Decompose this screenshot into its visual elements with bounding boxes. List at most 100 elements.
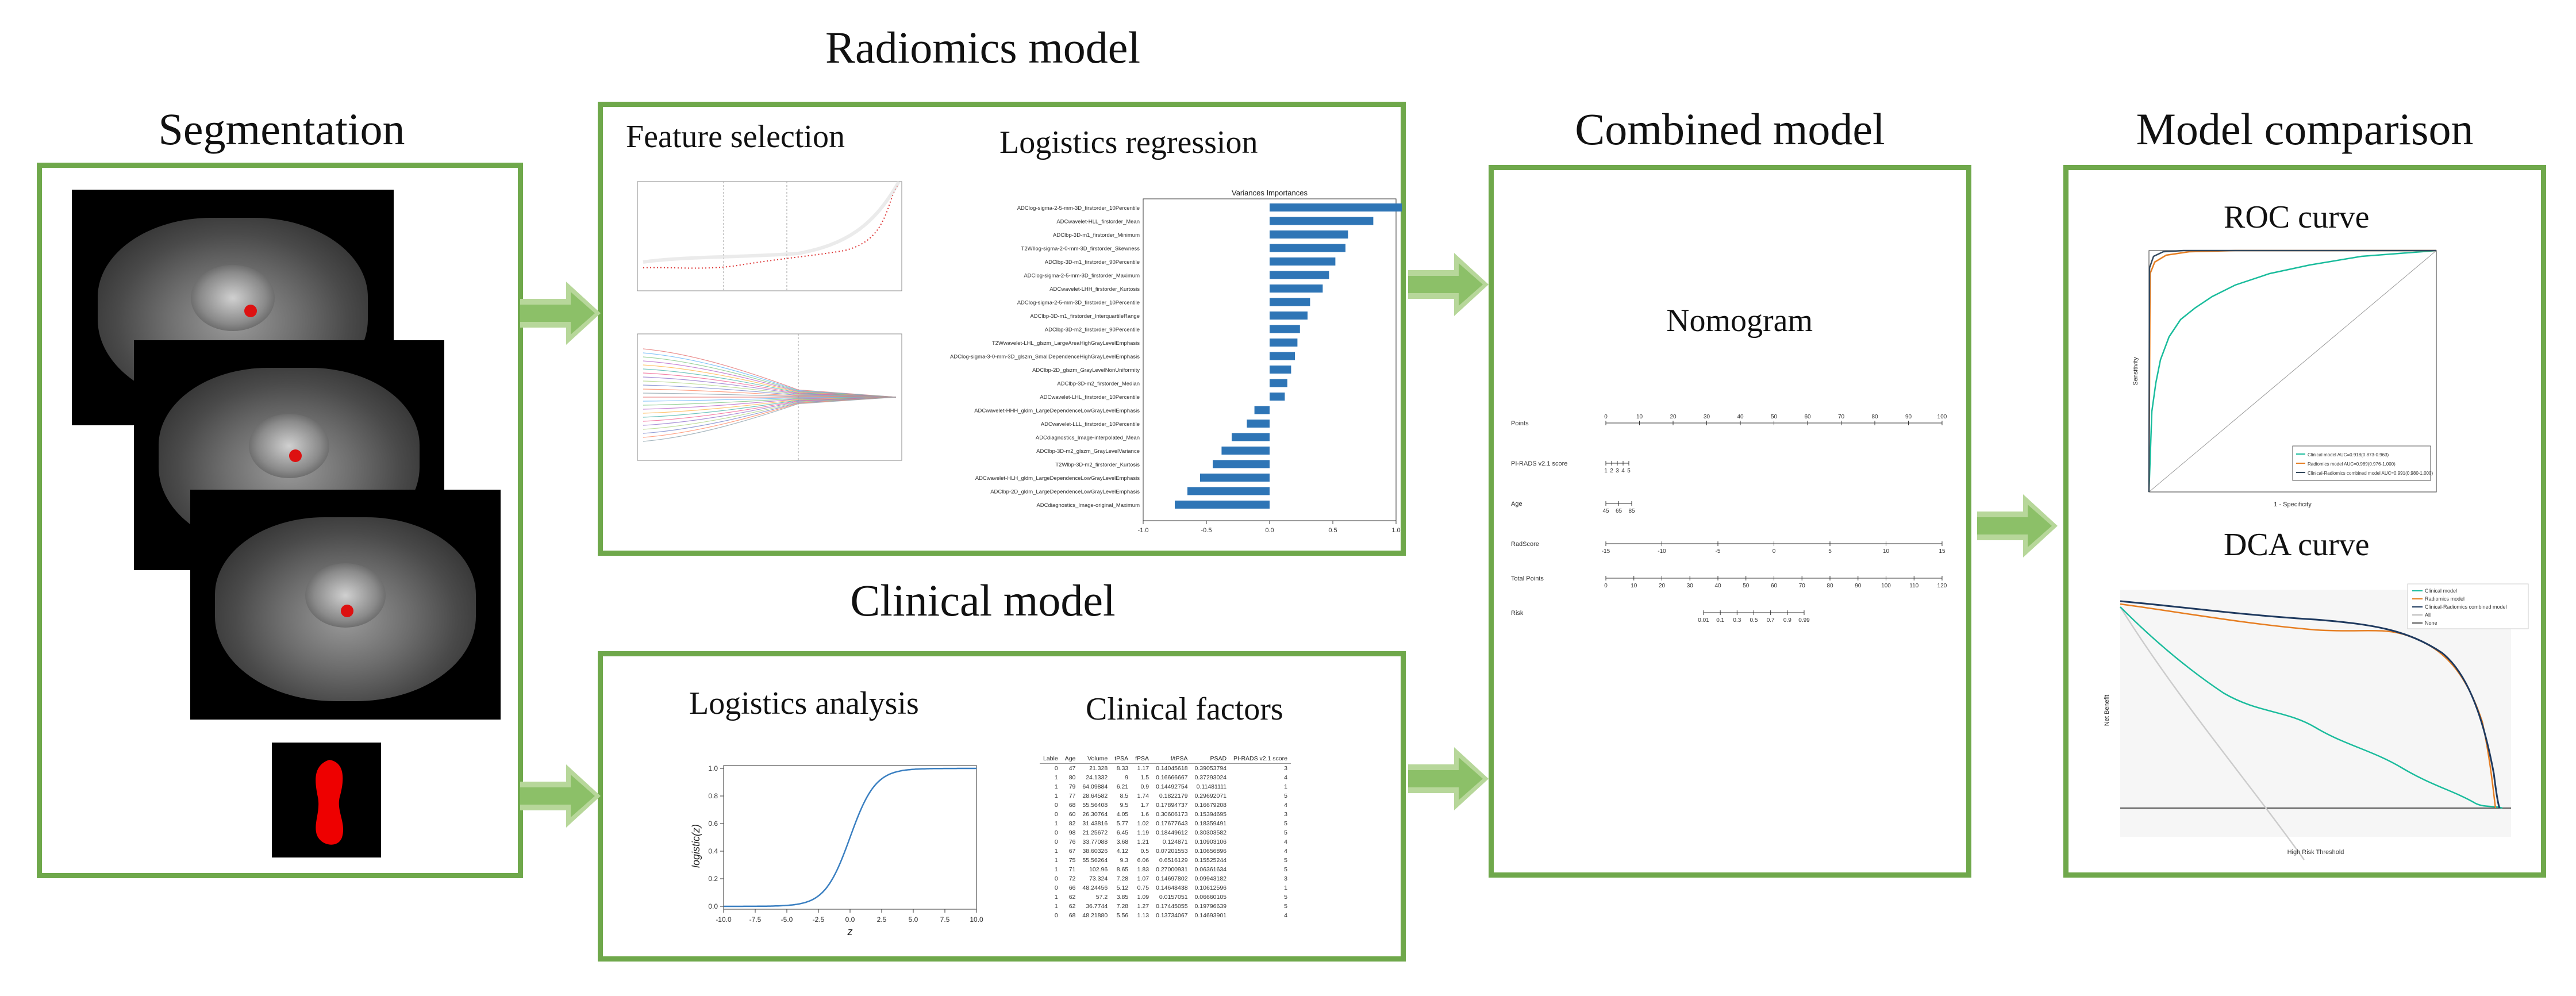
importance-x-tick: -0.5 — [1201, 527, 1212, 534]
nomogram-row-label: Total Points — [1511, 575, 1544, 582]
nomogram-points-tick: 10 — [1636, 414, 1643, 420]
table-cell: 0.10612596 — [1194, 885, 1227, 891]
nomogram-pirads-tick: 2 — [1610, 468, 1613, 474]
arrow-clinical-to-combined — [1408, 747, 1489, 810]
roc-plot: Clinical model AUC=0.918(0.873-0.963) Ra… — [2132, 249, 2437, 508]
importance-feature-label: ADCdiagnostics_Image-interpolated_Mean — [1036, 435, 1140, 441]
importance-bar — [1213, 460, 1270, 468]
table-header-cell: Volume — [1079, 754, 1112, 764]
nomogram-pirads-tick: 5 — [1627, 468, 1631, 474]
table-header-cell: PSAD — [1191, 754, 1231, 764]
table-cell: 0.14697802 — [1156, 875, 1188, 882]
table-header-cell: Age — [1061, 754, 1079, 764]
importance-bar — [1175, 501, 1270, 509]
arrow-segmentation-to-radiomics — [520, 282, 601, 345]
table-cell: 57.2 — [1095, 894, 1108, 901]
table-cell: 1 — [1054, 783, 1058, 790]
table-cell: 5.12 — [1116, 885, 1129, 891]
importance-feature-label: ADCwavelet-HLL_firstorder_Mean — [1056, 219, 1140, 225]
nomogram-pirads-tick: 1 — [1604, 468, 1608, 474]
segmentation-panel — [37, 163, 523, 878]
importance-bar — [1254, 406, 1270, 414]
table-cell: 1 — [1284, 885, 1287, 891]
nomogram-total-tick: 60 — [1771, 583, 1778, 589]
table-cell: 0.19796639 — [1194, 903, 1227, 910]
table-cell: 7.28 — [1116, 875, 1129, 882]
table-cell: 1.13 — [1137, 912, 1149, 919]
importance-bar — [1270, 217, 1374, 225]
nomogram-pirads-tick: 4 — [1621, 468, 1625, 474]
nomogram-total-tick: 90 — [1855, 583, 1862, 589]
table-cell: 73.324 — [1089, 875, 1108, 882]
table-cell: 5 — [1284, 903, 1287, 910]
importance-bar — [1270, 298, 1310, 306]
importance-feature-label: ADClog-sigma-3-0-mm-3D_glszm_SmallDepend… — [950, 354, 1140, 360]
table-cell: 3.68 — [1116, 839, 1129, 845]
dca-legend-all: All — [2425, 612, 2431, 618]
sigmoid-y-tick: 0.6 — [708, 820, 718, 828]
sigmoid-x-tick: -7.5 — [749, 916, 762, 924]
table-cell: 0 — [1054, 875, 1058, 882]
table-cell: 0.0157051 — [1159, 894, 1188, 901]
roc-legend-clinical: Clinical model AUC=0.918(0.873-0.963) — [2308, 452, 2389, 457]
table-cell: 1 — [1284, 783, 1287, 790]
nomogram-total-tick: 20 — [1659, 583, 1666, 589]
roc-y-label: Sensitivity — [2132, 357, 2139, 386]
table-cell: 1.27 — [1137, 903, 1149, 910]
table-cell: 0.29692071 — [1194, 793, 1227, 799]
nomogram-risk-tick: 0.7 — [1767, 617, 1775, 624]
segmentation-mask-image — [272, 743, 381, 857]
nomogram-pirads-tick: 3 — [1616, 468, 1619, 474]
table-cell: 0.5 — [1140, 848, 1149, 855]
comparison-title: Model comparison — [2136, 104, 2474, 154]
table-cell: 0.17677643 — [1156, 820, 1188, 827]
table-cell: 3.85 — [1116, 894, 1129, 901]
importance-bar — [1270, 203, 1402, 211]
sigmoid-y-tick: 0.0 — [708, 902, 718, 910]
lasso-cv-plot — [637, 180, 902, 291]
importance-bar — [1270, 339, 1298, 347]
nomogram-total-tick: 70 — [1799, 583, 1806, 589]
sigmoid-y-tick: 0.2 — [708, 875, 718, 883]
importance-bar — [1270, 284, 1323, 293]
arrow-combined-to-comparison — [1977, 494, 2058, 557]
table-cell: 0.27000931 — [1156, 866, 1188, 873]
nomogram-age-tick: 65 — [1616, 508, 1623, 514]
table-cell: 0.14648438 — [1156, 885, 1188, 891]
nomogram-row-label: Points — [1511, 420, 1529, 427]
table-cell: 80 — [1068, 774, 1076, 781]
radiomics-title: Radiomics model — [825, 22, 1141, 72]
table-cell: 6.06 — [1137, 857, 1149, 864]
table-header-cell: PI-RADS v2.1 score — [1230, 754, 1291, 764]
logistics-analysis-label: Logistics analysis — [689, 686, 919, 721]
table-cell: 60 — [1068, 811, 1076, 818]
nomogram-age-tick: 45 — [1602, 508, 1609, 514]
sigmoid-x-tick: -5.0 — [781, 916, 793, 924]
nomogram-radscore-tick: 5 — [1828, 548, 1832, 555]
table-cell: 7.28 — [1116, 903, 1129, 910]
table-cell: 26.30764 — [1082, 811, 1108, 818]
mri-slice-3 — [190, 490, 501, 720]
feature-selection-label: Feature selection — [626, 119, 845, 155]
importance-feature-label: ADCwavelet-HHH_gldm_LargeDependenceLowGr… — [974, 408, 1140, 414]
logistics-regression-label: Logistics regression — [999, 125, 1258, 160]
table-cell: 5 — [1284, 829, 1287, 836]
nomogram-total-tick: 120 — [1937, 583, 1947, 589]
nomogram-risk-tick: 0.1 — [1716, 617, 1724, 624]
importance-x-tick: 0.5 — [1328, 527, 1337, 534]
table-cell: 0.30606173 — [1156, 811, 1188, 818]
nomogram-radscore-tick: 10 — [1883, 548, 1890, 555]
table-cell: 5.77 — [1116, 820, 1129, 827]
clinical-panel: Logistics analysis Clinical factors -10.… — [598, 651, 1406, 962]
table-cell: 1.09 — [1137, 894, 1149, 901]
table-cell: 0.1822179 — [1159, 793, 1188, 799]
table-cell: 3 — [1284, 765, 1287, 772]
table-cell: 4.05 — [1116, 811, 1129, 818]
importance-x-tick: 1.0 — [1391, 527, 1400, 534]
nomogram-row-label: Risk — [1511, 610, 1524, 617]
